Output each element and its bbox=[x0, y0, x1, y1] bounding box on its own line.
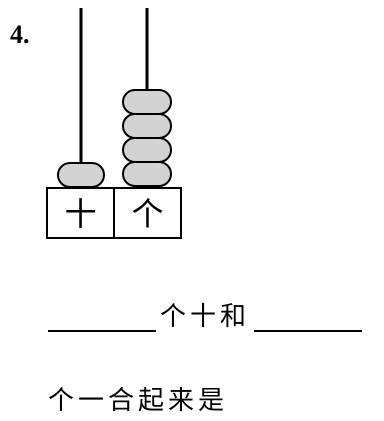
ones-bead bbox=[122, 161, 172, 187]
abacus-diagram: 十 个 bbox=[45, 8, 185, 243]
answer-line-2: 个一合起来是 bbox=[48, 386, 232, 416]
ones-label: 个 bbox=[131, 195, 163, 233]
answer-line-1: 个十和 bbox=[48, 300, 363, 332]
tens-count-blank[interactable] bbox=[48, 300, 156, 332]
tens-label: 十 bbox=[64, 195, 96, 233]
ones-bead bbox=[122, 89, 172, 115]
ones-label-box bbox=[113, 187, 182, 239]
ones-bead bbox=[122, 137, 172, 163]
ones-bead bbox=[122, 113, 172, 139]
tens-bead bbox=[57, 162, 105, 188]
ones-count-blank[interactable] bbox=[254, 300, 363, 332]
line2-text: 个一合起来是 bbox=[48, 386, 229, 416]
question-number: 4. bbox=[10, 20, 30, 49]
line1-text: 个十和 bbox=[160, 302, 251, 332]
